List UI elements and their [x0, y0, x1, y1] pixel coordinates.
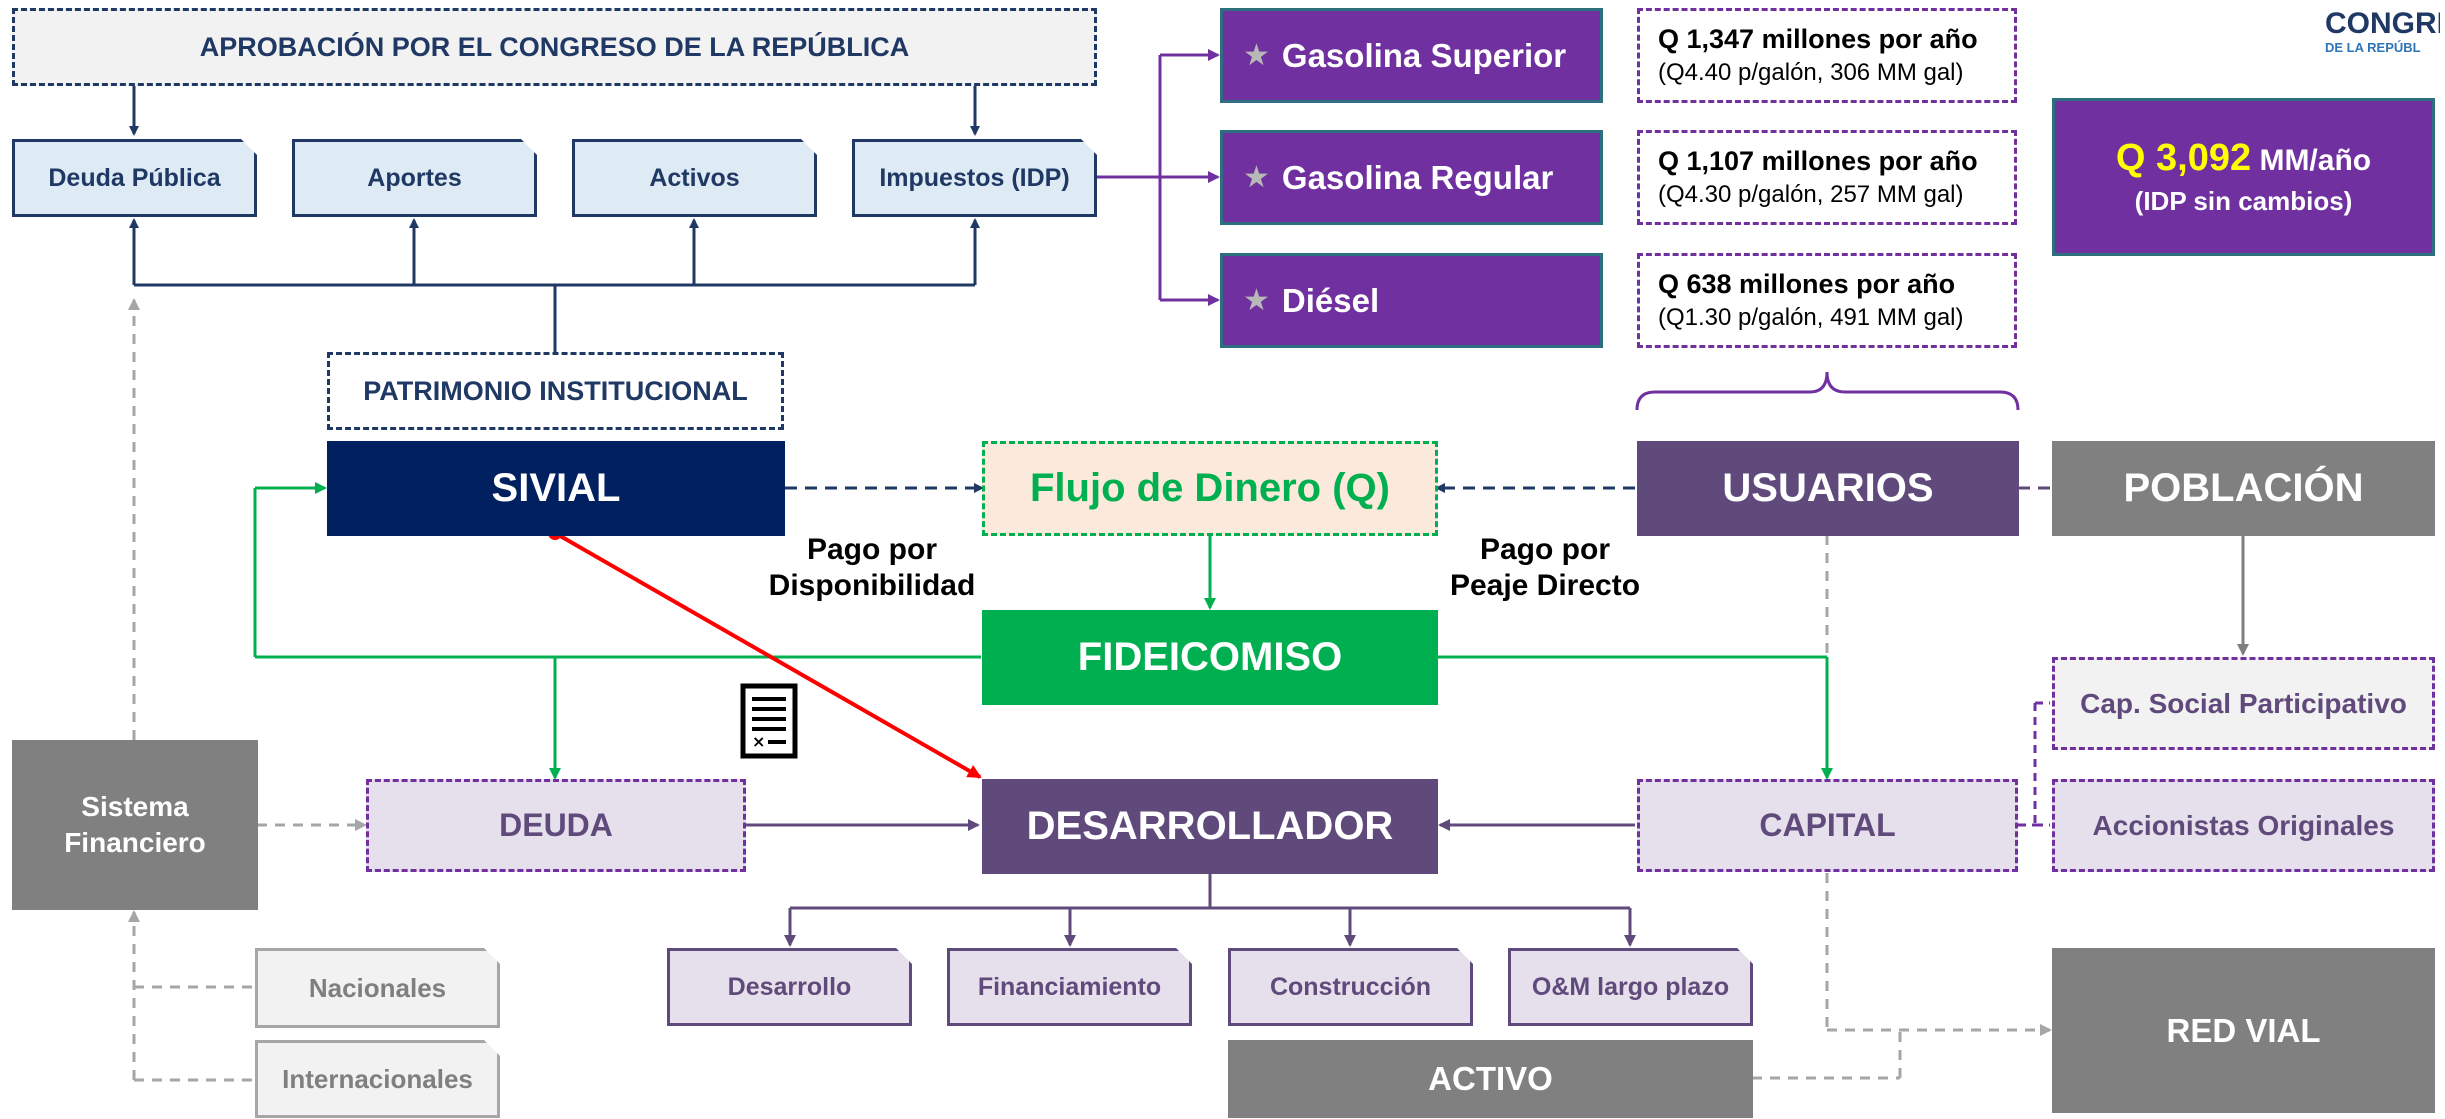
capital-label: CAPITAL	[1759, 807, 1896, 843]
nacionales-box: Nacionales	[255, 948, 500, 1028]
congress-approval-box: APROBACIÓN POR EL CONGRESO DE LA REPÚBLI…	[12, 8, 1097, 86]
fideicomiso-label: FIDEICOMISO	[1077, 635, 1343, 679]
congress-approval-label: APROBACIÓN POR EL CONGRESO DE LA REPÚBLI…	[199, 31, 910, 62]
label-line: Pago por	[806, 533, 937, 566]
sivial-label: SIVIAL	[491, 466, 621, 510]
total-idp-box: Q 3,092 MM/año (IDP sin cambios)	[2052, 98, 2435, 256]
fund-aportes: Aportes	[292, 139, 537, 217]
revenue-amount: Q 1,107 millones por año	[1658, 146, 1978, 176]
logo-line-2: DE LA REPÚBL	[2325, 40, 2421, 55]
usuarios-box: USUARIOS	[1637, 441, 2019, 536]
revenue-diesel: Q 638 millones por año (Q1.30 p/galón, 4…	[1637, 253, 2017, 348]
label-line: Financiero	[64, 827, 206, 858]
fuel-name: Gasolina Superior	[1281, 36, 1567, 74]
fuel-name: Gasolina Regular	[1281, 158, 1554, 196]
fund-impuestos-idp: Impuestos (IDP)	[852, 139, 1097, 217]
desarrollador-label: DESARROLLADOR	[1026, 804, 1394, 848]
desarrollador-box: DESARROLLADOR	[982, 779, 1438, 874]
sistema-financiero-box: Sistema Financiero	[12, 740, 258, 910]
revenue-detail: (Q4.40 p/galón, 306 MM gal)	[1658, 59, 1964, 86]
sivial-box: SIVIAL	[327, 441, 785, 536]
label-line: Disponibilidad	[768, 569, 976, 602]
star-icon: ★	[1243, 284, 1270, 317]
star-icon: ★	[1243, 161, 1270, 194]
cap-social-label: Cap. Social Participativo	[2080, 687, 2407, 719]
internacionales-box: Internacionales	[255, 1040, 500, 1118]
cap-social-participativo-box: Cap. Social Participativo	[2052, 657, 2435, 750]
component-label: Construcción	[1269, 972, 1432, 1001]
fuel-gasolina-superior: ★ Gasolina Superior	[1220, 8, 1603, 103]
component-om-largo-plazo: O&M largo plazo	[1508, 948, 1753, 1026]
source-label: Internacionales	[282, 1063, 473, 1094]
total-unit: MM/año	[2259, 144, 2372, 177]
activo-label: ACTIVO	[1428, 1060, 1553, 1097]
revenue-detail: (Q1.30 p/galón, 491 MM gal)	[1658, 304, 1964, 331]
fuel-diesel: ★ Diésel	[1220, 253, 1603, 348]
deuda-label: DEUDA	[499, 807, 613, 843]
usuarios-label: USUARIOS	[1722, 466, 1934, 510]
poblacion-box: POBLACIÓN	[2052, 441, 2435, 536]
revenue-gasolina-superior: Q 1,347 millones por año (Q4.40 p/galón,…	[1637, 8, 2017, 103]
fund-label: Activos	[649, 163, 740, 192]
component-label: Desarrollo	[727, 972, 852, 1001]
patrimonio-label: PATRIMONIO INSTITUCIONAL	[363, 375, 748, 406]
component-financiamiento: Financiamiento	[947, 948, 1192, 1026]
total-amount-line: Q 3,092 MM/año	[2116, 137, 2371, 180]
capital-box: CAPITAL	[1637, 779, 2018, 872]
logo-line-1: CONGRE	[2325, 8, 2440, 40]
component-desarrollo: Desarrollo	[667, 948, 912, 1026]
total-note: (IDP sin cambios)	[2134, 186, 2353, 216]
total-amount: Q 3,092	[2115, 137, 2252, 179]
fund-label: Impuestos (IDP)	[879, 163, 1070, 192]
revenue-amount: Q 1,347 millones por año	[1658, 24, 1978, 54]
flujo-label: Flujo de Dinero (Q)	[1030, 466, 1390, 510]
red-vial-label: RED VIAL	[2166, 1011, 2321, 1049]
revenue-gasolina-regular: Q 1,107 millones por año (Q4.30 p/galón,…	[1637, 130, 2017, 225]
svg-text:×: ×	[752, 732, 765, 751]
component-construccion: Construcción	[1228, 948, 1473, 1026]
fund-activos: Activos	[572, 139, 817, 217]
fund-label: Deuda Pública	[48, 163, 221, 192]
component-label: O&M largo plazo	[1531, 972, 1730, 1001]
red-vial-box: RED VIAL	[2052, 948, 2435, 1113]
label-line: Sistema	[81, 791, 189, 822]
pago-peaje-label: Pago por Peaje Directo	[1430, 528, 1660, 608]
label-line: Pago por	[1479, 533, 1610, 566]
congress-logo: CONGRE DE LA REPÚBL	[2325, 8, 2440, 68]
fuel-gasolina-regular: ★ Gasolina Regular	[1220, 130, 1603, 225]
fund-label: Aportes	[367, 163, 462, 192]
revenue-detail: (Q4.30 p/galón, 257 MM gal)	[1658, 181, 1964, 208]
component-label: Financiamiento	[977, 972, 1162, 1001]
flujo-dinero-box: Flujo de Dinero (Q)	[982, 441, 1438, 536]
accionistas-label: Accionistas Originales	[2092, 809, 2395, 841]
pago-disponibilidad-label: Pago por Disponibilidad	[757, 528, 987, 608]
activo-box: ACTIVO	[1228, 1040, 1753, 1118]
poblacion-label: POBLACIÓN	[2123, 466, 2364, 510]
document-icon: ×	[740, 683, 798, 759]
fuel-name: Diésel	[1281, 281, 1380, 319]
label-line: Peaje Directo	[1449, 569, 1641, 602]
revenue-amount: Q 638 millones por año	[1658, 269, 1956, 299]
source-label: Nacionales	[308, 972, 447, 1003]
accionistas-originales-box: Accionistas Originales	[2052, 779, 2435, 872]
fideicomiso-box: FIDEICOMISO	[982, 610, 1438, 705]
deuda-box: DEUDA	[366, 779, 746, 872]
star-icon: ★	[1243, 39, 1270, 72]
fund-deuda-publica: Deuda Pública	[12, 139, 257, 217]
patrimonio-institucional-box: PATRIMONIO INSTITUCIONAL	[327, 352, 784, 430]
